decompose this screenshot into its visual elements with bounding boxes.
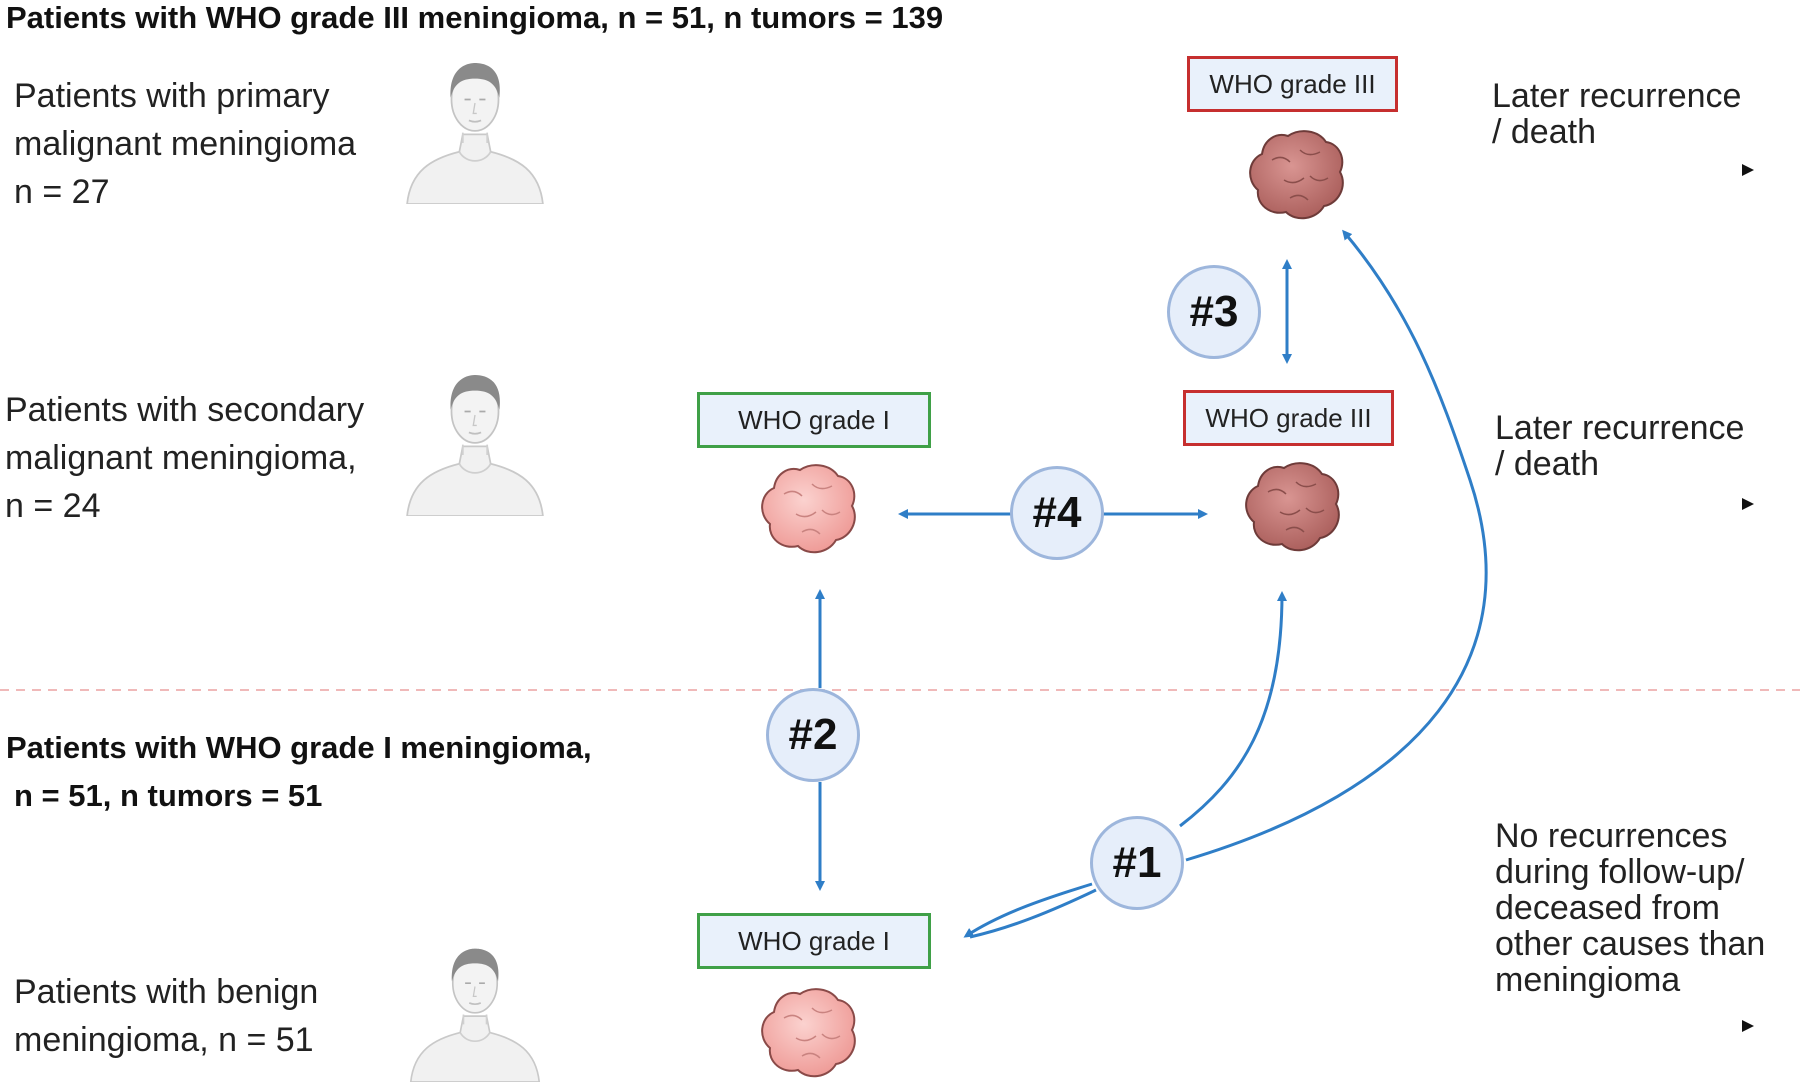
- outcome-line: Later recurrence: [1495, 409, 1745, 447]
- tumor-icon: [1249, 130, 1344, 220]
- bottom-heading: Patients with WHO grade I meningioma, n …: [6, 724, 592, 820]
- primary-patient-icon: [406, 62, 544, 204]
- tumor-icon: [761, 464, 856, 554]
- primary-group-line: malignant meningioma: [14, 125, 357, 163]
- primary-group-line: Patients with primary: [14, 77, 330, 115]
- outcome-line: / death: [1495, 445, 1599, 483]
- secondary-group-count: n = 24: [5, 487, 101, 525]
- badge-2: #2: [766, 688, 860, 782]
- benign-patient-icon: [409, 947, 541, 1082]
- arrow-1-to-benign-a: [963, 882, 1093, 938]
- primary-group-count: n = 27: [14, 173, 110, 211]
- who-grade-3-box: WHO grade III: [1187, 56, 1398, 112]
- benign-group-line: Patients with benign: [14, 973, 319, 1011]
- primary-group-label: Patients with primary malignant meningio…: [14, 72, 356, 216]
- badge-4: #4: [1010, 466, 1104, 560]
- secondary-outcome: Later recurrence / death: [1495, 410, 1744, 482]
- who-grade-3-box: WHO grade III: [1183, 390, 1394, 446]
- badge-1: #1: [1090, 816, 1184, 910]
- arrow-1-to-benign-b: [969, 888, 1097, 939]
- secondary-group-line: Patients with secondary: [5, 391, 365, 429]
- outcome-line: meningioma: [1495, 961, 1681, 999]
- primary-outcome: Later recurrence / death: [1492, 78, 1741, 150]
- top-heading: Patients with WHO grade III meningioma, …: [6, 0, 944, 35]
- tumor-icon: [761, 988, 856, 1078]
- tumor-icon: [1245, 462, 1340, 552]
- badge-3: #3: [1167, 265, 1261, 359]
- who-grade-1-box: WHO grade I: [697, 913, 931, 969]
- outcome-line: other causes than: [1495, 925, 1766, 963]
- outcome-line: Later recurrence: [1492, 77, 1742, 115]
- benign-group-line: meningioma, n = 51: [14, 1021, 314, 1059]
- secondary-group-line: malignant meningioma,: [5, 439, 357, 477]
- outcome-line: deceased from: [1495, 889, 1720, 927]
- benign-outcome: No recurrences during follow-up/ decease…: [1495, 818, 1765, 998]
- bottom-heading-line: Patients with WHO grade I meningioma,: [6, 730, 592, 765]
- outcome-line: / death: [1492, 113, 1596, 151]
- arrow-1-to-secondary: [1179, 591, 1287, 828]
- who-grade-1-box: WHO grade I: [697, 392, 931, 448]
- secondary-group-label: Patients with secondary malignant mening…: [5, 386, 364, 530]
- benign-group-label: Patients with benign meningioma, n = 51: [14, 968, 318, 1064]
- outcome-line: during follow-up/: [1495, 853, 1745, 891]
- outcome-line: No recurrences: [1495, 817, 1728, 855]
- arrow-1-to-primary: [1185, 229, 1488, 862]
- bottom-heading-line: n = 51, n tumors = 51: [14, 778, 323, 813]
- secondary-patient-icon: [406, 374, 544, 516]
